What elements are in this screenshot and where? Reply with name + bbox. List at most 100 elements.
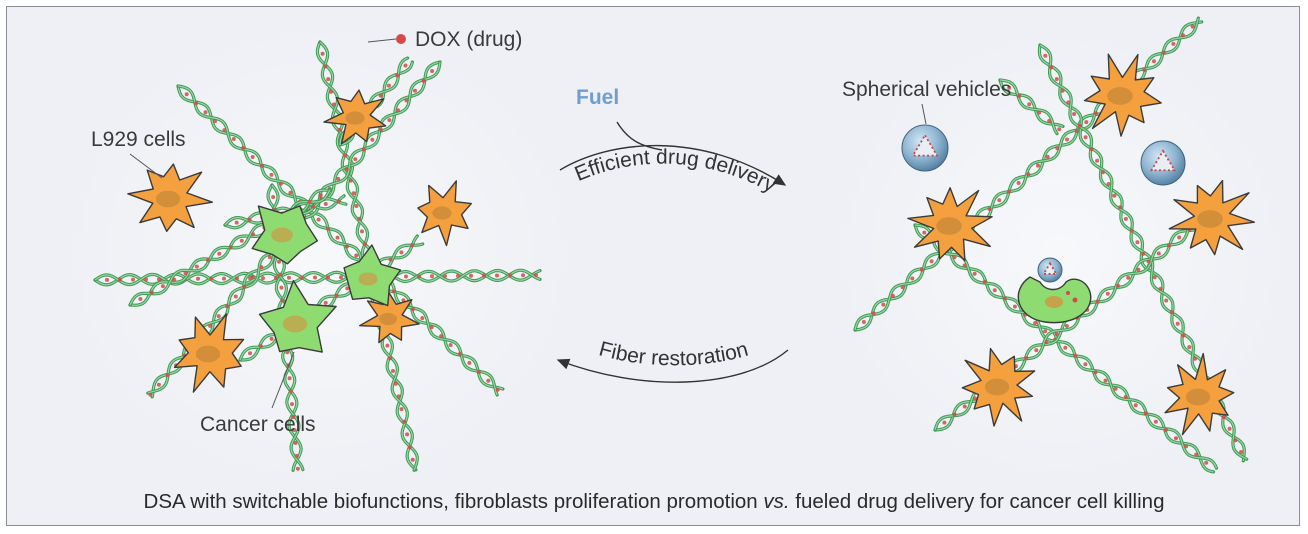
dox-drug-dot <box>343 153 348 158</box>
dox-drug-dot <box>420 316 425 321</box>
dox-drug-dot <box>1049 65 1054 70</box>
dox-drug-dot <box>1045 154 1050 159</box>
spherical-vehicle-2 <box>1140 140 1186 186</box>
dox-drug-dot <box>292 428 297 432</box>
dox-drug-dot <box>399 407 404 412</box>
dox-drug-dot <box>1044 340 1049 345</box>
dox-drug-dot <box>148 392 153 397</box>
dox-drug-dot <box>196 276 200 281</box>
dox-drug-dot <box>344 244 349 249</box>
cancer-cell-2 <box>343 244 402 307</box>
dox-drug-dot <box>251 232 256 237</box>
dox-drug-dot <box>1065 137 1069 142</box>
dox-drug-dot <box>402 419 407 424</box>
dox-drug-dot <box>399 250 404 255</box>
dox-drug-dot <box>157 277 161 282</box>
dox-drug-dot <box>1187 345 1192 350</box>
dox-drug-dot <box>357 216 362 221</box>
dox-drug-dot <box>1043 329 1048 334</box>
dox-drug-dot <box>248 351 252 356</box>
dox-drug-dot <box>203 110 208 115</box>
dox-drug-dot <box>476 369 481 374</box>
dox-drug-dot <box>448 343 453 347</box>
dox-drug-dot <box>259 265 264 270</box>
dox-drug-dot <box>395 73 400 78</box>
cancer-cell-engulfing <box>1017 276 1092 324</box>
dox-drug-dot <box>1055 146 1060 151</box>
fiber-strand-highlight <box>94 269 541 286</box>
fibroblast-cell-4-nucleus <box>195 345 221 363</box>
dox-drug-dot <box>149 290 154 295</box>
dox-drug-dot <box>354 204 359 208</box>
dox-drug-dot <box>234 220 239 225</box>
dox-drug-dot <box>1227 426 1232 431</box>
dox-drug-dot <box>344 167 349 172</box>
dox-drug-dot <box>320 51 325 56</box>
dox-drug-dot <box>235 276 239 281</box>
dox-drug-dot <box>258 344 263 349</box>
vehicles-leader-line <box>921 103 927 125</box>
dox-drug-dot <box>1063 345 1068 350</box>
dox-drug-dot <box>1129 228 1134 233</box>
dox-drug-dot <box>997 198 1002 203</box>
dox-drug-dot <box>1113 386 1118 391</box>
dox-drug-dot <box>407 445 412 450</box>
dox-drug-dot <box>871 311 876 316</box>
dox-drug-dot <box>861 320 866 324</box>
dox-drug-dot <box>396 394 401 399</box>
dox-drug-dot <box>1054 332 1059 336</box>
dox-drug-dot <box>1026 172 1031 177</box>
dox-drug-dot <box>962 404 967 409</box>
right-fiber-3 <box>913 223 1219 474</box>
spherical-vehicle-1-drug-core <box>911 133 939 157</box>
fibroblast-cell-2 <box>127 163 214 233</box>
dox-drug-dot <box>290 402 294 407</box>
fibroblast-cell-5 <box>359 292 420 344</box>
dox-drug-dot <box>458 352 462 356</box>
fiber-strand-highlight <box>177 85 504 390</box>
dox-drug-dot <box>370 137 375 142</box>
dox-drug-dot <box>508 273 512 278</box>
dox-drug-dot <box>1174 436 1178 441</box>
dox-drug-dot <box>278 181 283 186</box>
dox-drug-dot <box>354 253 359 258</box>
dox-drug-dot <box>1027 102 1032 107</box>
dox-drug-dot <box>1184 444 1189 449</box>
dox-drug-dot <box>391 369 395 373</box>
dox-drug-dot <box>1221 415 1226 420</box>
dox-drug-dot <box>311 204 316 209</box>
dox-drug-dot <box>287 376 292 381</box>
dox-drug-dot <box>1181 333 1186 338</box>
dox-drug-dot <box>1017 94 1022 98</box>
dox-drug-dot <box>1193 356 1197 361</box>
dox-drug-dot <box>1103 378 1108 383</box>
dox-drug-dot <box>495 387 500 392</box>
dox-drug-dot <box>1156 251 1161 256</box>
dox-drug-dot <box>288 389 293 394</box>
dox-drug-dot <box>316 217 321 222</box>
dox-drug-dot <box>421 78 426 83</box>
released-drug-dot <box>1072 297 1078 303</box>
dox-drug-dot <box>222 128 227 133</box>
dox-drug-dot <box>881 302 886 307</box>
dox-drug-dot <box>392 289 396 294</box>
dox-drug-dot <box>326 226 331 231</box>
dox-drug-dot <box>1100 170 1105 175</box>
dox-drug-dot <box>194 264 199 269</box>
dox-drug-dot <box>287 275 291 280</box>
l929-label: L929 cells <box>91 128 186 151</box>
dox-drug-dot <box>1074 128 1079 133</box>
dox-drug-dot <box>900 285 905 290</box>
dox-drug-dot <box>1083 135 1088 140</box>
dox-drug-dot <box>144 277 148 282</box>
dox-drug-dot <box>247 217 252 222</box>
dox-drug-dot <box>239 238 244 243</box>
dox-drug-dot <box>1163 427 1168 432</box>
dox-drug-dot <box>267 255 272 260</box>
dox-drug-dot <box>274 276 278 280</box>
dox-drug-dot <box>331 102 336 107</box>
fiber-strand-highlight <box>177 85 498 396</box>
dox-drug-dot <box>1060 88 1065 93</box>
dox-drug-dot <box>1083 362 1088 367</box>
